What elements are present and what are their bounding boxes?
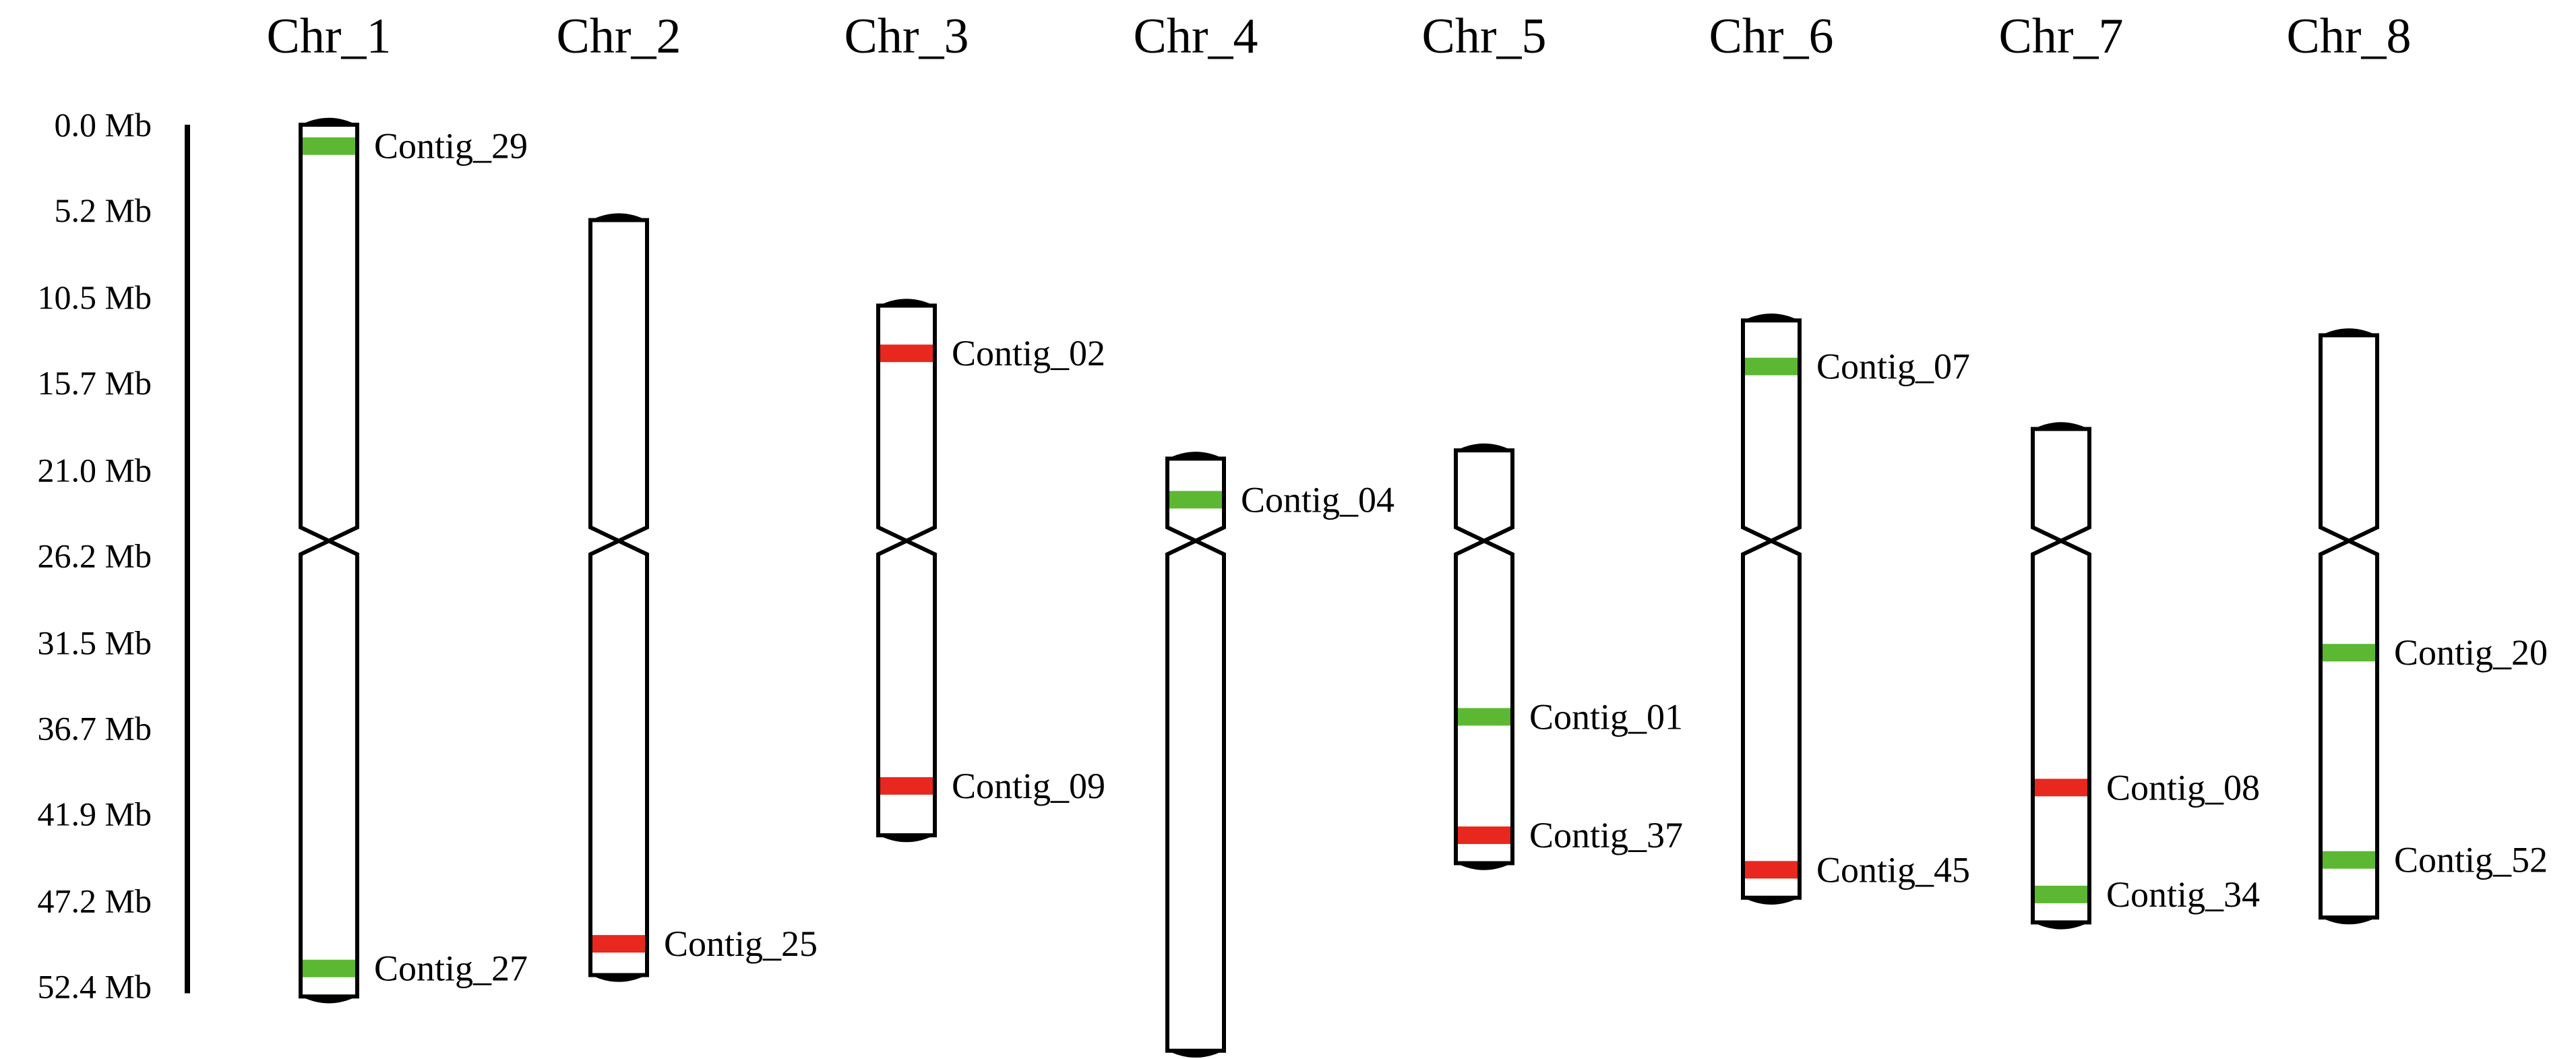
chromosome-body — [1165, 456, 1226, 1053]
contig-marker-band — [1745, 861, 1798, 879]
chromosome-title: Chr_1 — [267, 9, 392, 64]
chromosome-body — [876, 303, 937, 838]
telomere-cap-top — [1165, 452, 1226, 460]
telomere-cap-bottom — [1454, 861, 1514, 870]
telomere-cap-bottom — [1165, 1049, 1226, 1058]
scale-tick-label: 0.0 Mb — [55, 106, 152, 144]
contig-marker-band — [592, 935, 645, 953]
contig-label: Contig_27 — [374, 948, 528, 989]
telomere-cap-bottom — [876, 834, 937, 843]
contig-label: Contig_29 — [374, 126, 528, 167]
scale-tick-label: 52.4 Mb — [38, 968, 152, 1006]
contig-label: Contig_37 — [1529, 815, 1683, 855]
contig-marker-band — [2035, 885, 2087, 903]
scale-tick-label: 26.2 Mb — [38, 537, 152, 574]
telomere-cap-bottom — [2319, 916, 2379, 925]
chromosome-body — [1454, 448, 1514, 866]
chromosome-set: Chr_1Contig_29Contig_27Chr_2Contig_25Chr… — [267, 9, 2548, 1058]
contig-label: Contig_20 — [2394, 632, 2548, 673]
telomere-cap-top — [588, 213, 649, 222]
scale-tick-label: 36.7 Mb — [38, 709, 152, 747]
telomere-cap-bottom — [2031, 921, 2091, 930]
scale-tick-label: 41.9 Mb — [38, 795, 152, 833]
contig-label: Contig_25 — [664, 924, 818, 964]
contig-marker-band — [1458, 708, 1510, 726]
telomere-cap-bottom — [588, 973, 649, 982]
telomere-cap-top — [2031, 422, 2091, 431]
telomere-cap-bottom — [299, 995, 359, 1004]
contig-label: Contig_08 — [2106, 767, 2260, 808]
contig-marker-band — [2323, 851, 2375, 869]
contig-marker-band — [303, 137, 355, 155]
chromosome-title: Chr_5 — [1422, 9, 1547, 64]
telomere-cap-top — [1454, 443, 1514, 452]
contig-marker-band — [1169, 491, 1222, 509]
contig-label: Contig_02 — [952, 333, 1105, 373]
scale-tick-label: 15.7 Mb — [38, 364, 152, 402]
chromosome-title: Chr_2 — [557, 9, 681, 64]
contig-label: Contig_07 — [1816, 346, 1970, 387]
contig-marker-band — [1458, 826, 1510, 845]
telomere-cap-top — [299, 117, 359, 126]
contig-label: Contig_01 — [1529, 696, 1683, 737]
telomere-cap-top — [1741, 313, 1802, 322]
scale-tick-label: 5.2 Mb — [55, 191, 152, 229]
chromosome-title: Chr_7 — [1999, 9, 2124, 64]
scale-tick-label: 21.0 Mb — [38, 451, 152, 489]
contig-label: Contig_34 — [2106, 874, 2260, 915]
chromosome-body — [2319, 333, 2379, 920]
chromosome-body — [1741, 318, 1802, 900]
chromosome-title: Chr_6 — [1709, 9, 1834, 64]
chromosome-body — [299, 123, 359, 999]
telomere-cap-bottom — [1741, 896, 1802, 905]
scale-tick-label: 10.5 Mb — [38, 278, 152, 316]
contig-marker-band — [2323, 644, 2375, 662]
telomere-cap-top — [2319, 328, 2379, 337]
contig-label: Contig_04 — [1241, 479, 1394, 520]
telomere-cap-top — [876, 299, 937, 307]
contig-marker-band — [1745, 357, 1798, 375]
contig-label: Contig_45 — [1816, 849, 1970, 890]
contig-marker-band — [880, 777, 933, 795]
scale-tick-label: 31.5 Mb — [38, 624, 152, 662]
chromosome-body — [2031, 427, 2091, 925]
scale-tick-label: 47.2 Mb — [38, 882, 152, 920]
contig-marker-band — [2035, 779, 2087, 797]
chromosome-title: Chr_3 — [845, 9, 969, 64]
chromosome-body — [588, 218, 649, 977]
contig-label: Contig_52 — [2394, 840, 2548, 880]
contig-label: Contig_09 — [952, 766, 1105, 806]
contig-marker-band — [303, 959, 355, 977]
chromosome-title: Chr_8 — [2287, 9, 2412, 64]
contig-marker-band — [880, 344, 933, 363]
chromosome-title: Chr_4 — [1134, 9, 1258, 64]
scale-axis: 0.0 Mb 5.2 Mb 10.5 Mb 15.7 Mb 21.0 Mb 26.2 Mb… — [38, 106, 190, 1006]
